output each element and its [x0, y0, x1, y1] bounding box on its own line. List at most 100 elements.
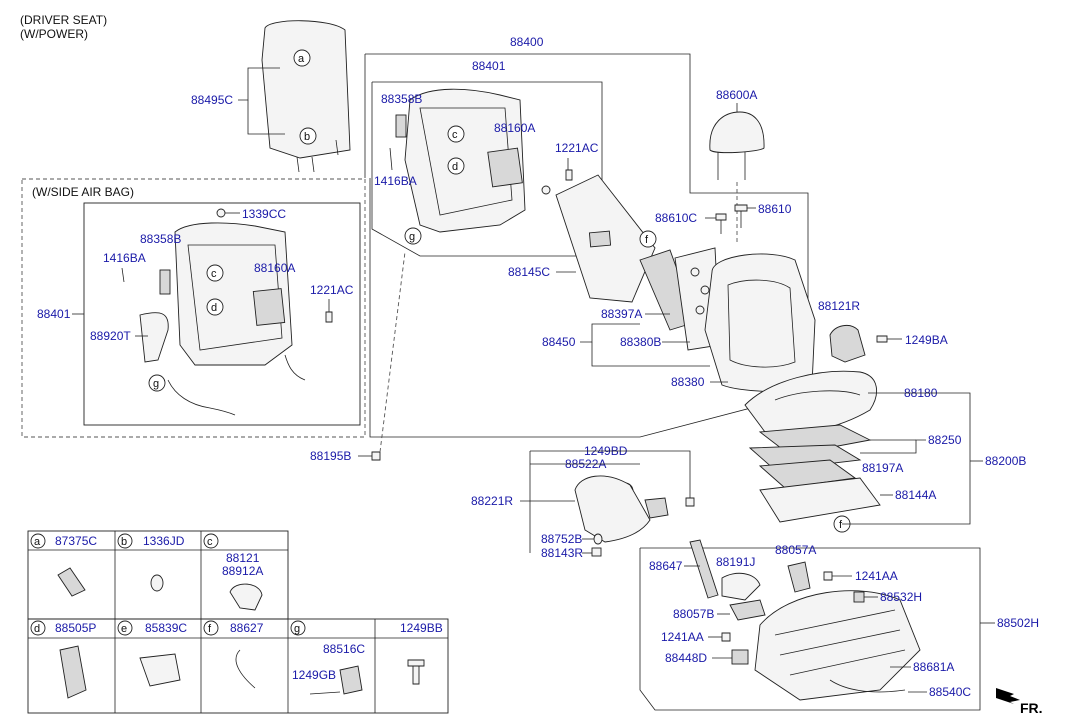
label-88450[interactable]: 88450	[542, 335, 576, 349]
label-88250[interactable]: 88250	[928, 433, 962, 447]
legend-part-88627[interactable]: 88627	[230, 621, 264, 635]
front-direction-arrow: FR.	[996, 688, 1043, 716]
legend-part-1249GB[interactable]: 1249GB	[292, 668, 336, 682]
label-88397A[interactable]: 88397A	[601, 307, 642, 321]
back-cushion-cover: 88380 88121R	[671, 253, 860, 392]
label-88380B[interactable]: 88380B	[620, 335, 661, 349]
svg-text:d: d	[211, 302, 217, 314]
svg-text:c: c	[452, 129, 458, 141]
svg-text:f: f	[208, 623, 212, 635]
legend-icon-87375C	[57, 567, 86, 597]
legend-cell-f[interactable]: f	[203, 620, 219, 636]
label-88540C[interactable]: 88540C	[929, 685, 971, 699]
svg-text:b: b	[304, 131, 310, 143]
svg-text:b: b	[121, 536, 127, 548]
label-88647[interactable]: 88647	[649, 559, 683, 573]
callout-c-1[interactable]: c	[447, 125, 465, 143]
svg-text:f: f	[839, 519, 843, 531]
legend-part-88505P[interactable]: 88505P	[55, 621, 96, 635]
label-88160A-sab[interactable]: 88160A	[254, 261, 295, 275]
headrest-88600A: 88600A 88610C 88610	[655, 88, 792, 245]
label-88448D[interactable]: 88448D	[665, 651, 707, 665]
side-airbag-section: (W/SIDE AIR BAG) 88358B 1416BA 88160A 12…	[21, 178, 366, 438]
label-88495C[interactable]: 88495C	[191, 93, 233, 107]
legend-part-1249BB[interactable]: 1249BB	[400, 621, 443, 635]
label-88610[interactable]: 88610	[758, 202, 792, 216]
seat-cushion-group: 88180 88250 88197A 88144A 88200B	[744, 370, 1026, 525]
label-88191J[interactable]: 88191J	[716, 555, 755, 569]
svg-text:g: g	[294, 623, 300, 635]
legend-cell-a[interactable]: a	[30, 533, 46, 549]
label-88145C[interactable]: 88145C	[508, 265, 550, 279]
legend-icon-1336JD	[150, 574, 164, 592]
legend-part-88121[interactable]: 88121	[226, 551, 260, 565]
legend-part-88516C[interactable]: 88516C	[323, 642, 365, 656]
label-88197A[interactable]: 88197A	[862, 461, 903, 475]
label-88358B-sab[interactable]: 88358B	[140, 232, 181, 246]
label-88401-sab[interactable]: 88401	[37, 307, 71, 321]
label-88532H[interactable]: 88532H	[880, 590, 922, 604]
label-88502H[interactable]: 88502H	[997, 616, 1039, 630]
label-1241AA-right[interactable]: 1241AA	[855, 569, 898, 583]
label-1249BA[interactable]: 1249BA	[905, 333, 948, 347]
legend-cell-c[interactable]: c	[203, 533, 219, 549]
svg-text:c: c	[207, 536, 213, 548]
label-1339CC[interactable]: 1339CC	[242, 207, 286, 221]
fr-label: FR.	[1020, 700, 1043, 716]
label-88752B[interactable]: 88752B	[541, 532, 582, 546]
legend-cell-e[interactable]: e	[117, 620, 133, 636]
label-88160A-top[interactable]: 88160A	[494, 121, 535, 135]
legend-cell-b[interactable]: b	[117, 533, 133, 549]
label-88401-top[interactable]: 88401	[472, 59, 506, 73]
legend-part-87375C[interactable]: 87375C	[55, 534, 97, 548]
callout-g-2[interactable]: g	[148, 374, 166, 392]
label-88221R[interactable]: 88221R	[471, 494, 513, 508]
callout-d-2[interactable]: d	[206, 298, 224, 316]
side-trim-88121R: 1249BA	[829, 324, 948, 363]
label-1221AC-top[interactable]: 1221AC	[555, 141, 599, 155]
svg-text:a: a	[34, 536, 41, 548]
legend-part-85839C[interactable]: 85839C	[145, 621, 187, 635]
seat-track-88502H: 88502H 88647 88191J 88057A 1241AA 88532H…	[639, 539, 1039, 711]
side-shield-group: 1249BD 88522A 88221R 88752B 88143R	[471, 444, 695, 560]
label-88600A[interactable]: 88600A	[716, 88, 757, 102]
label-1221AC-sab[interactable]: 1221AC	[310, 283, 354, 297]
callout-b-1[interactable]: b	[299, 127, 317, 145]
bolt-88195B: 88195B	[310, 251, 406, 463]
header-driver-seat: (DRIVER SEAT)	[20, 13, 107, 27]
lumbar-support: 88397A 88450 88380B	[542, 247, 721, 367]
label-88144A[interactable]: 88144A	[895, 488, 936, 502]
label-88057A[interactable]: 88057A	[775, 543, 816, 557]
label-88358B-top[interactable]: 88358B	[381, 92, 422, 106]
legend-part-1336JD[interactable]: 1336JD	[143, 534, 185, 548]
label-88380[interactable]: 88380	[671, 375, 705, 389]
label-1416BA-top[interactable]: 1416BA	[374, 174, 417, 188]
legend-cell-g[interactable]: g	[290, 620, 306, 636]
label-88400[interactable]: 88400	[510, 35, 544, 49]
label-88200B[interactable]: 88200B	[985, 454, 1026, 468]
label-1416BA-sab[interactable]: 1416BA	[103, 251, 146, 265]
label-88681A[interactable]: 88681A	[913, 660, 954, 674]
label-88920T[interactable]: 88920T	[90, 329, 131, 343]
label-1241AA-left[interactable]: 1241AA	[661, 630, 704, 644]
bolt-1221AC-top	[565, 169, 573, 181]
label-88195B[interactable]: 88195B	[310, 449, 351, 463]
label-88057B[interactable]: 88057B	[673, 607, 714, 621]
header-power: (W/POWER)	[20, 27, 88, 41]
label-88121R[interactable]: 88121R	[818, 299, 860, 313]
backrest-pad-88145C: 88145C	[508, 174, 656, 303]
callout-d-1[interactable]: d	[447, 157, 465, 175]
legend-part-88912A[interactable]: 88912A	[222, 564, 263, 578]
callout-a-1[interactable]: a	[293, 49, 311, 67]
label-88143R[interactable]: 88143R	[541, 546, 583, 560]
callout-c-2[interactable]: c	[206, 264, 224, 282]
callout-g-1[interactable]: g	[404, 227, 422, 245]
legend-cell-d[interactable]: d	[30, 620, 46, 636]
legend-table: a 87375C b 1336JD c 88121 88912A d 88505…	[27, 530, 449, 714]
label-88610C[interactable]: 88610C	[655, 211, 697, 225]
svg-text:d: d	[34, 623, 40, 635]
backrest-frame-top	[404, 88, 551, 233]
legend-icon-88627	[235, 649, 256, 689]
svg-text:g: g	[409, 231, 415, 243]
callout-f-1[interactable]: f	[639, 230, 657, 248]
